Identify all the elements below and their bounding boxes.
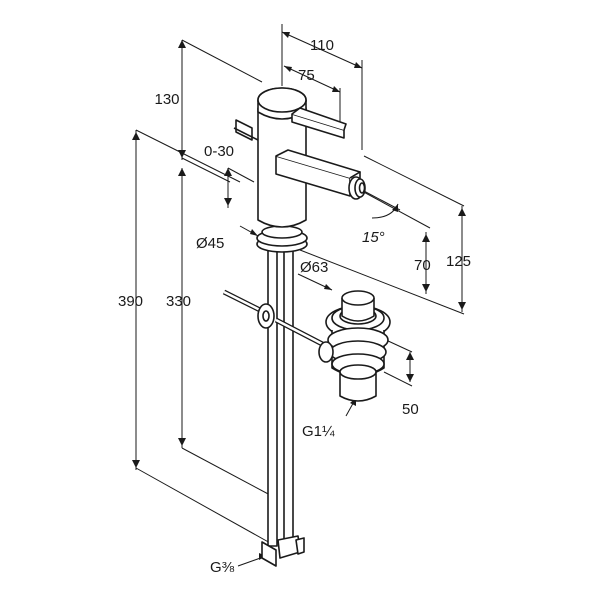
dimension-70-label: 70 bbox=[414, 257, 431, 274]
pop-up-rod bbox=[222, 289, 332, 351]
dimension-diameter-45-label: Ø45 bbox=[196, 235, 224, 252]
dimension-125-label: 125 bbox=[446, 253, 471, 270]
pop-up-waste bbox=[318, 290, 391, 402]
dimension-50-label: 50 bbox=[402, 401, 419, 418]
dimension-diameter-63-label: Ø63 bbox=[300, 259, 328, 276]
dimension-330-label: 330 bbox=[166, 293, 191, 310]
dimension-75-label: 75 bbox=[298, 67, 315, 84]
mixer-body bbox=[233, 87, 366, 253]
dimension-15-degree-label: 15° bbox=[362, 229, 385, 246]
dimension-390-label: 390 bbox=[118, 293, 143, 310]
thread-g3-8-label: G⅜ bbox=[210, 559, 235, 576]
dimension-labels: 110 75 130 0-30 Ø45 15° 70 125 Ø63 390 3… bbox=[118, 37, 471, 576]
dimension-0-30-label: 0-30 bbox=[204, 143, 234, 160]
supply-hoses bbox=[267, 249, 294, 547]
dimension-130-label: 130 bbox=[154, 91, 179, 108]
hose-connectors bbox=[261, 535, 305, 567]
dimension-110-label: 110 bbox=[310, 37, 334, 54]
dimension-arrows bbox=[132, 32, 466, 560]
thread-g1-1-4-label: G1¼ bbox=[302, 423, 335, 440]
